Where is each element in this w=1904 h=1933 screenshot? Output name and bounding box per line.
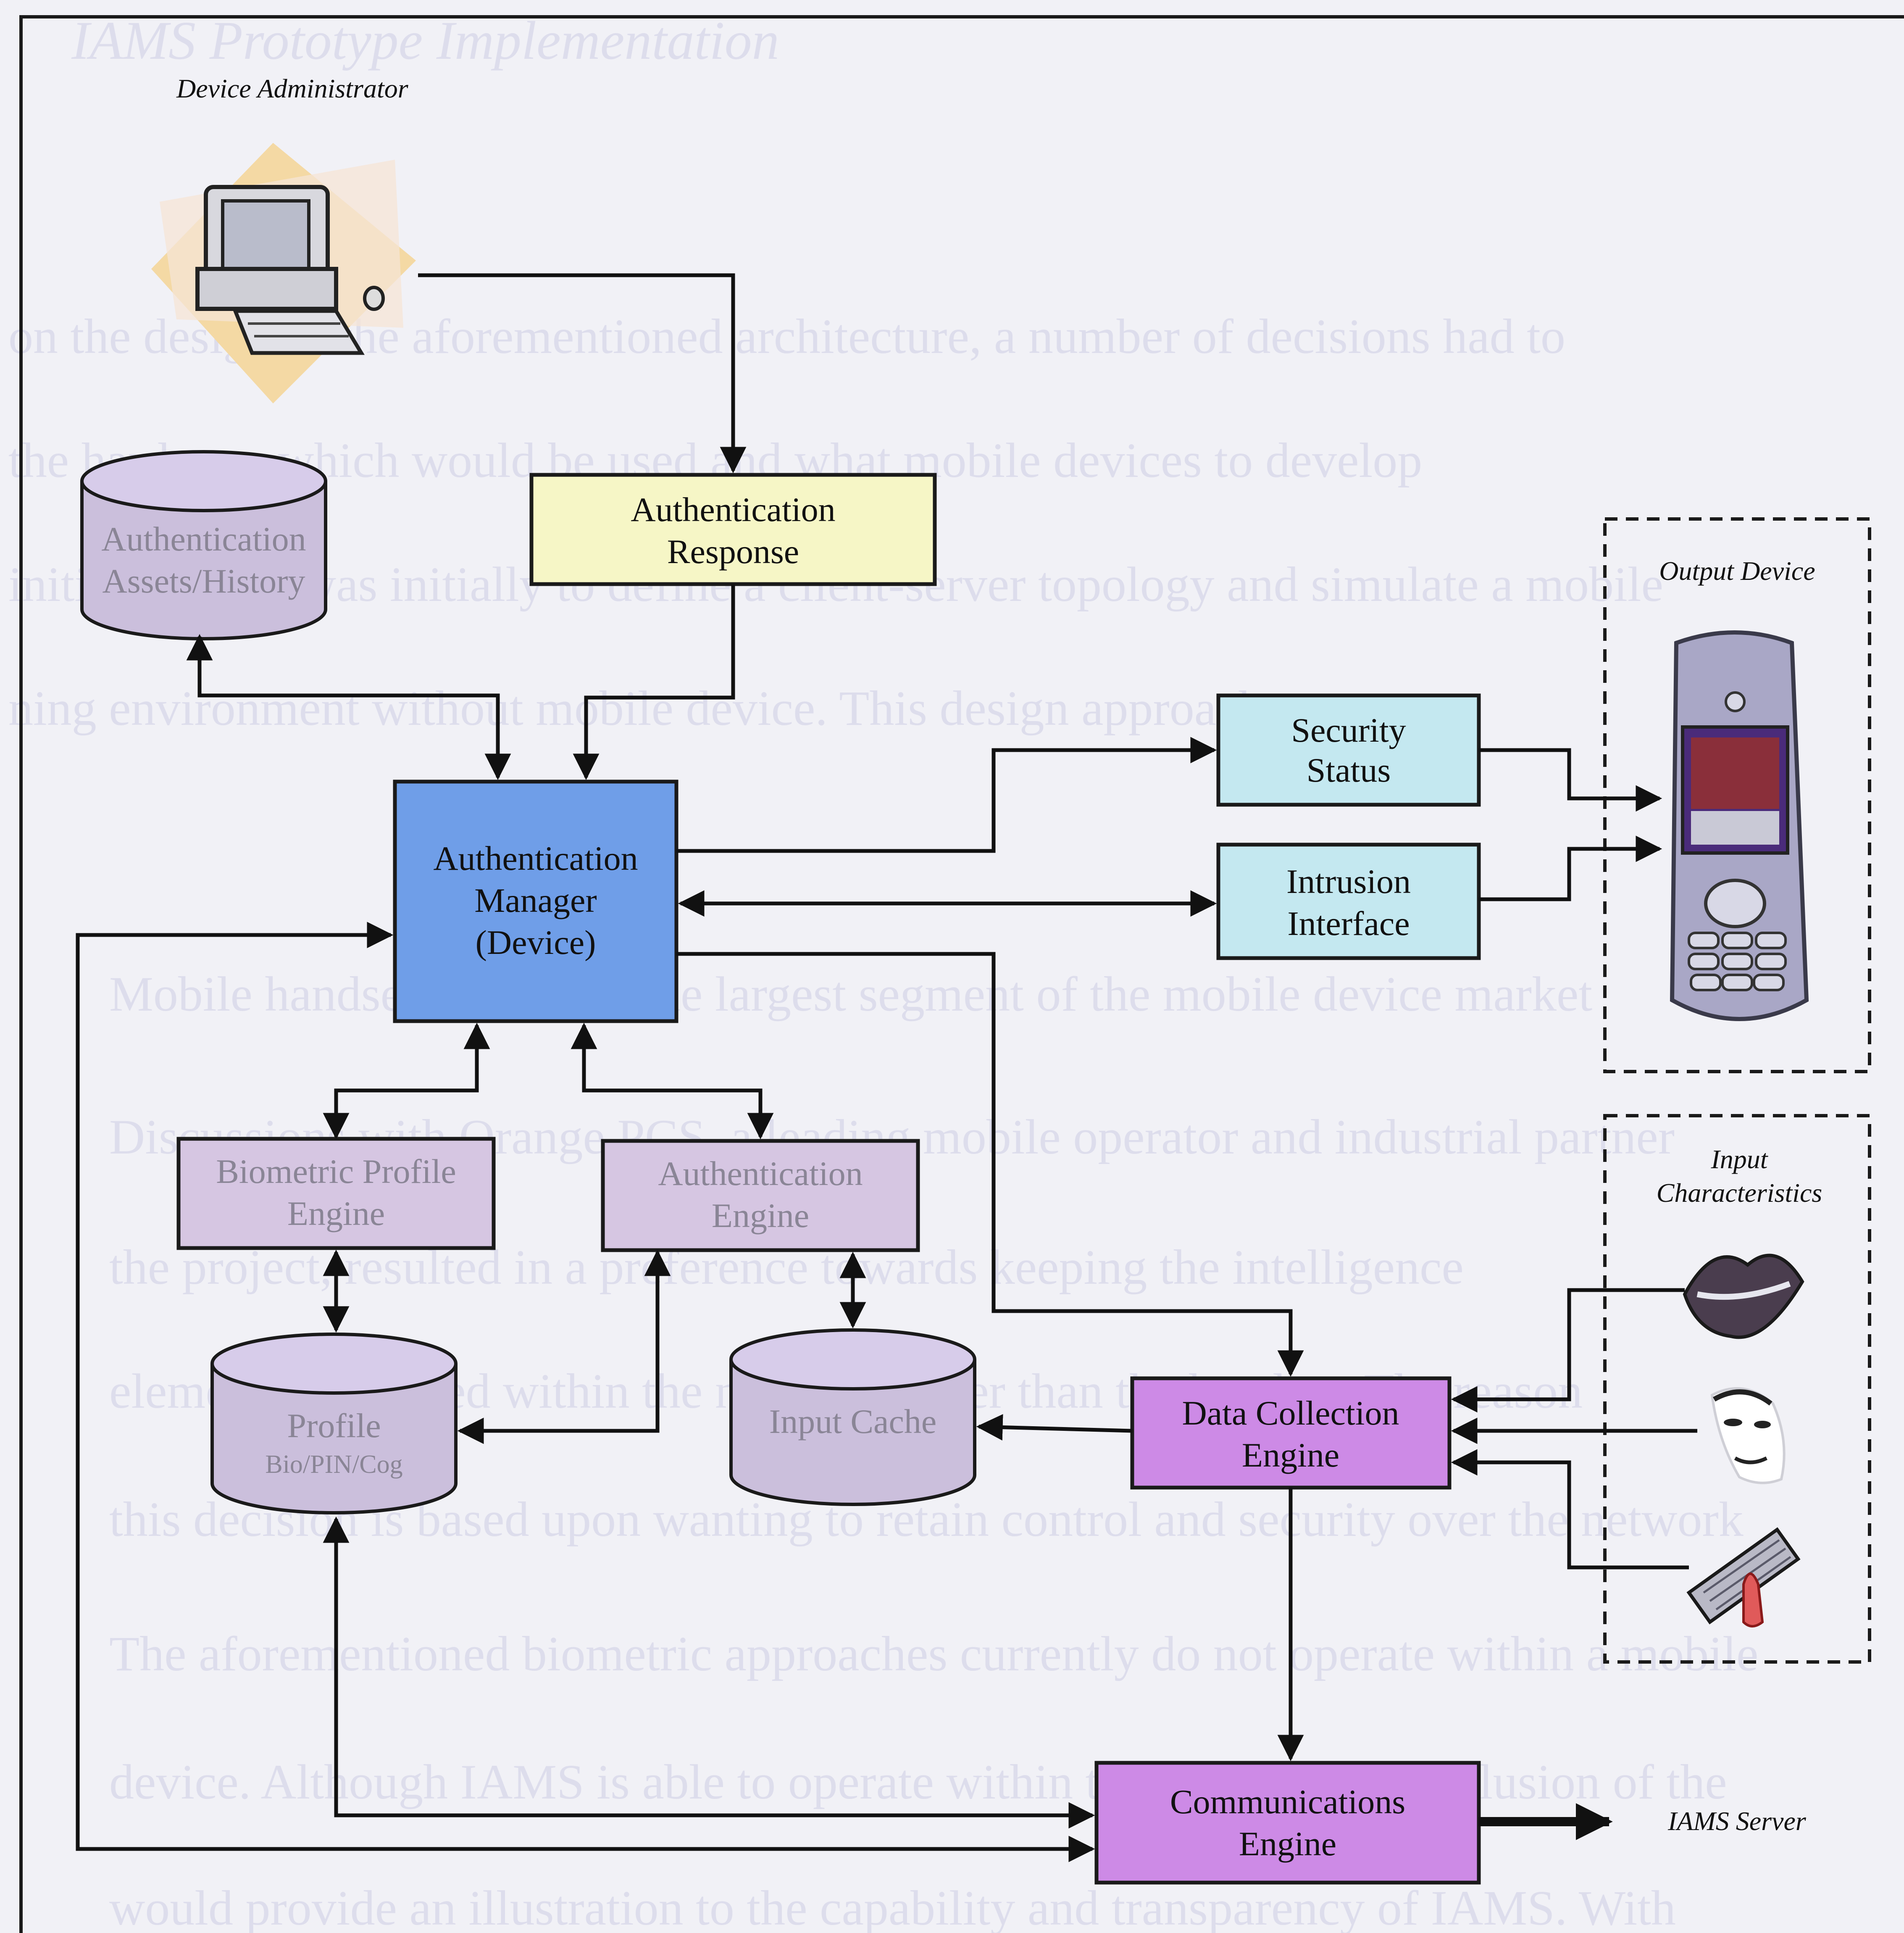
output-device-label: Output Device xyxy=(1659,556,1815,586)
authentication-engine-box: Authentication Engine xyxy=(601,1139,920,1252)
profile-store-title: Profile xyxy=(287,1406,381,1445)
background-line: The aforementioned biometric approaches … xyxy=(109,1626,1758,1681)
lips-icon xyxy=(1683,1254,1804,1339)
auth-assets-store: Authentication Assets/History xyxy=(80,450,327,640)
security-status-box: Security Status xyxy=(1216,693,1481,807)
output-device-group: Output Device xyxy=(1603,517,1871,1073)
communications-engine-box: Communications Engine xyxy=(1094,1761,1481,1885)
background-heading: IAMS Prototype Implementation xyxy=(71,11,779,71)
input-characteristics-label-1: Input xyxy=(1710,1144,1768,1174)
auth-response-line-1: Authentication xyxy=(631,490,835,529)
input-cache-store: Input Cache xyxy=(729,1328,976,1506)
communications-engine-line-1: Communications xyxy=(1170,1783,1405,1821)
connector-lips-to-data-collection xyxy=(1451,1288,1685,1413)
data-collection-engine-line-2: Engine xyxy=(1242,1436,1339,1474)
biometric-profile-engine-line-1: Biometric Profile xyxy=(216,1152,456,1190)
data-collection-engine-line-1: Data Collection xyxy=(1182,1394,1399,1432)
connector-keyboard-to-data-collection xyxy=(1451,1449,1689,1570)
intrusion-interface-line-1: Intrusion xyxy=(1286,862,1411,901)
connector-data-collection-to-cache xyxy=(976,1414,1133,1441)
computer-icon xyxy=(151,143,416,403)
connector-assets-to-manager xyxy=(186,634,511,780)
connector-admin-to-response xyxy=(418,273,747,474)
auth-assets-line-2: Assets/History xyxy=(103,562,305,600)
connector-intrusion-to-phone xyxy=(1479,835,1662,901)
connector-response-to-manager xyxy=(573,584,735,780)
biometric-profile-engine-line-2: Engine xyxy=(287,1194,385,1232)
input-cache-label: Input Cache xyxy=(769,1402,936,1441)
keyboard-icon xyxy=(1686,1527,1801,1628)
diagram-frame xyxy=(19,15,1904,1933)
input-characteristics-group: Input Characteristics xyxy=(1603,1114,1871,1664)
auth-response-line-2: Response xyxy=(667,532,799,571)
connector-manager-to-security-status xyxy=(676,737,1217,853)
profile-store-subtitle: Bio/PIN/Cog xyxy=(265,1450,402,1479)
iams-server-label: IAMS Server xyxy=(1667,1806,1807,1836)
background-line: device. Although IAMS is able to operate… xyxy=(109,1754,1727,1809)
background-line: would provide an illustration to the cap… xyxy=(109,1880,1676,1933)
profile-store: Profile Bio/PIN/Cog xyxy=(210,1333,458,1514)
mobile-phone-icon xyxy=(1670,630,1809,1021)
auth-manager-line-2: Manager xyxy=(474,881,597,919)
authentication-engine-line-2: Engine xyxy=(712,1196,809,1235)
background-line: ning environment without mobile device. … xyxy=(8,681,1353,736)
biometric-profile-engine-box: Biometric Profile Engine xyxy=(176,1137,496,1250)
connectors xyxy=(76,273,1697,1862)
input-characteristics-label-2: Characteristics xyxy=(1657,1178,1822,1208)
background-line: Mobile handsets represent the largest se… xyxy=(109,966,1592,1022)
intrusion-interface-line-2: Interface xyxy=(1287,904,1410,943)
connector-comms-to-manager xyxy=(76,922,1095,1862)
security-status-line-1: Security xyxy=(1291,711,1406,749)
data-collection-engine-box: Data Collection Engine xyxy=(1130,1376,1452,1490)
intrusion-interface-box: Intrusion Interface xyxy=(1216,843,1481,960)
auth-manager-line-3: (Device) xyxy=(476,923,596,961)
security-status-line-2: Status xyxy=(1307,751,1391,789)
device-administrator-label: Device Administrator xyxy=(176,74,409,103)
auth-assets-line-1: Authentication xyxy=(101,520,306,558)
authentication-engine-line-1: Authentication xyxy=(658,1154,863,1193)
auth-manager-line-1: Authentication xyxy=(433,839,638,877)
auth-manager-box: Authentication Manager (Device) xyxy=(393,780,678,1023)
communications-engine-line-2: Engine xyxy=(1239,1825,1336,1863)
face-icon xyxy=(1710,1387,1786,1484)
connector-security-to-phone xyxy=(1479,748,1662,812)
auth-response-box: Authentication Response xyxy=(529,473,937,586)
